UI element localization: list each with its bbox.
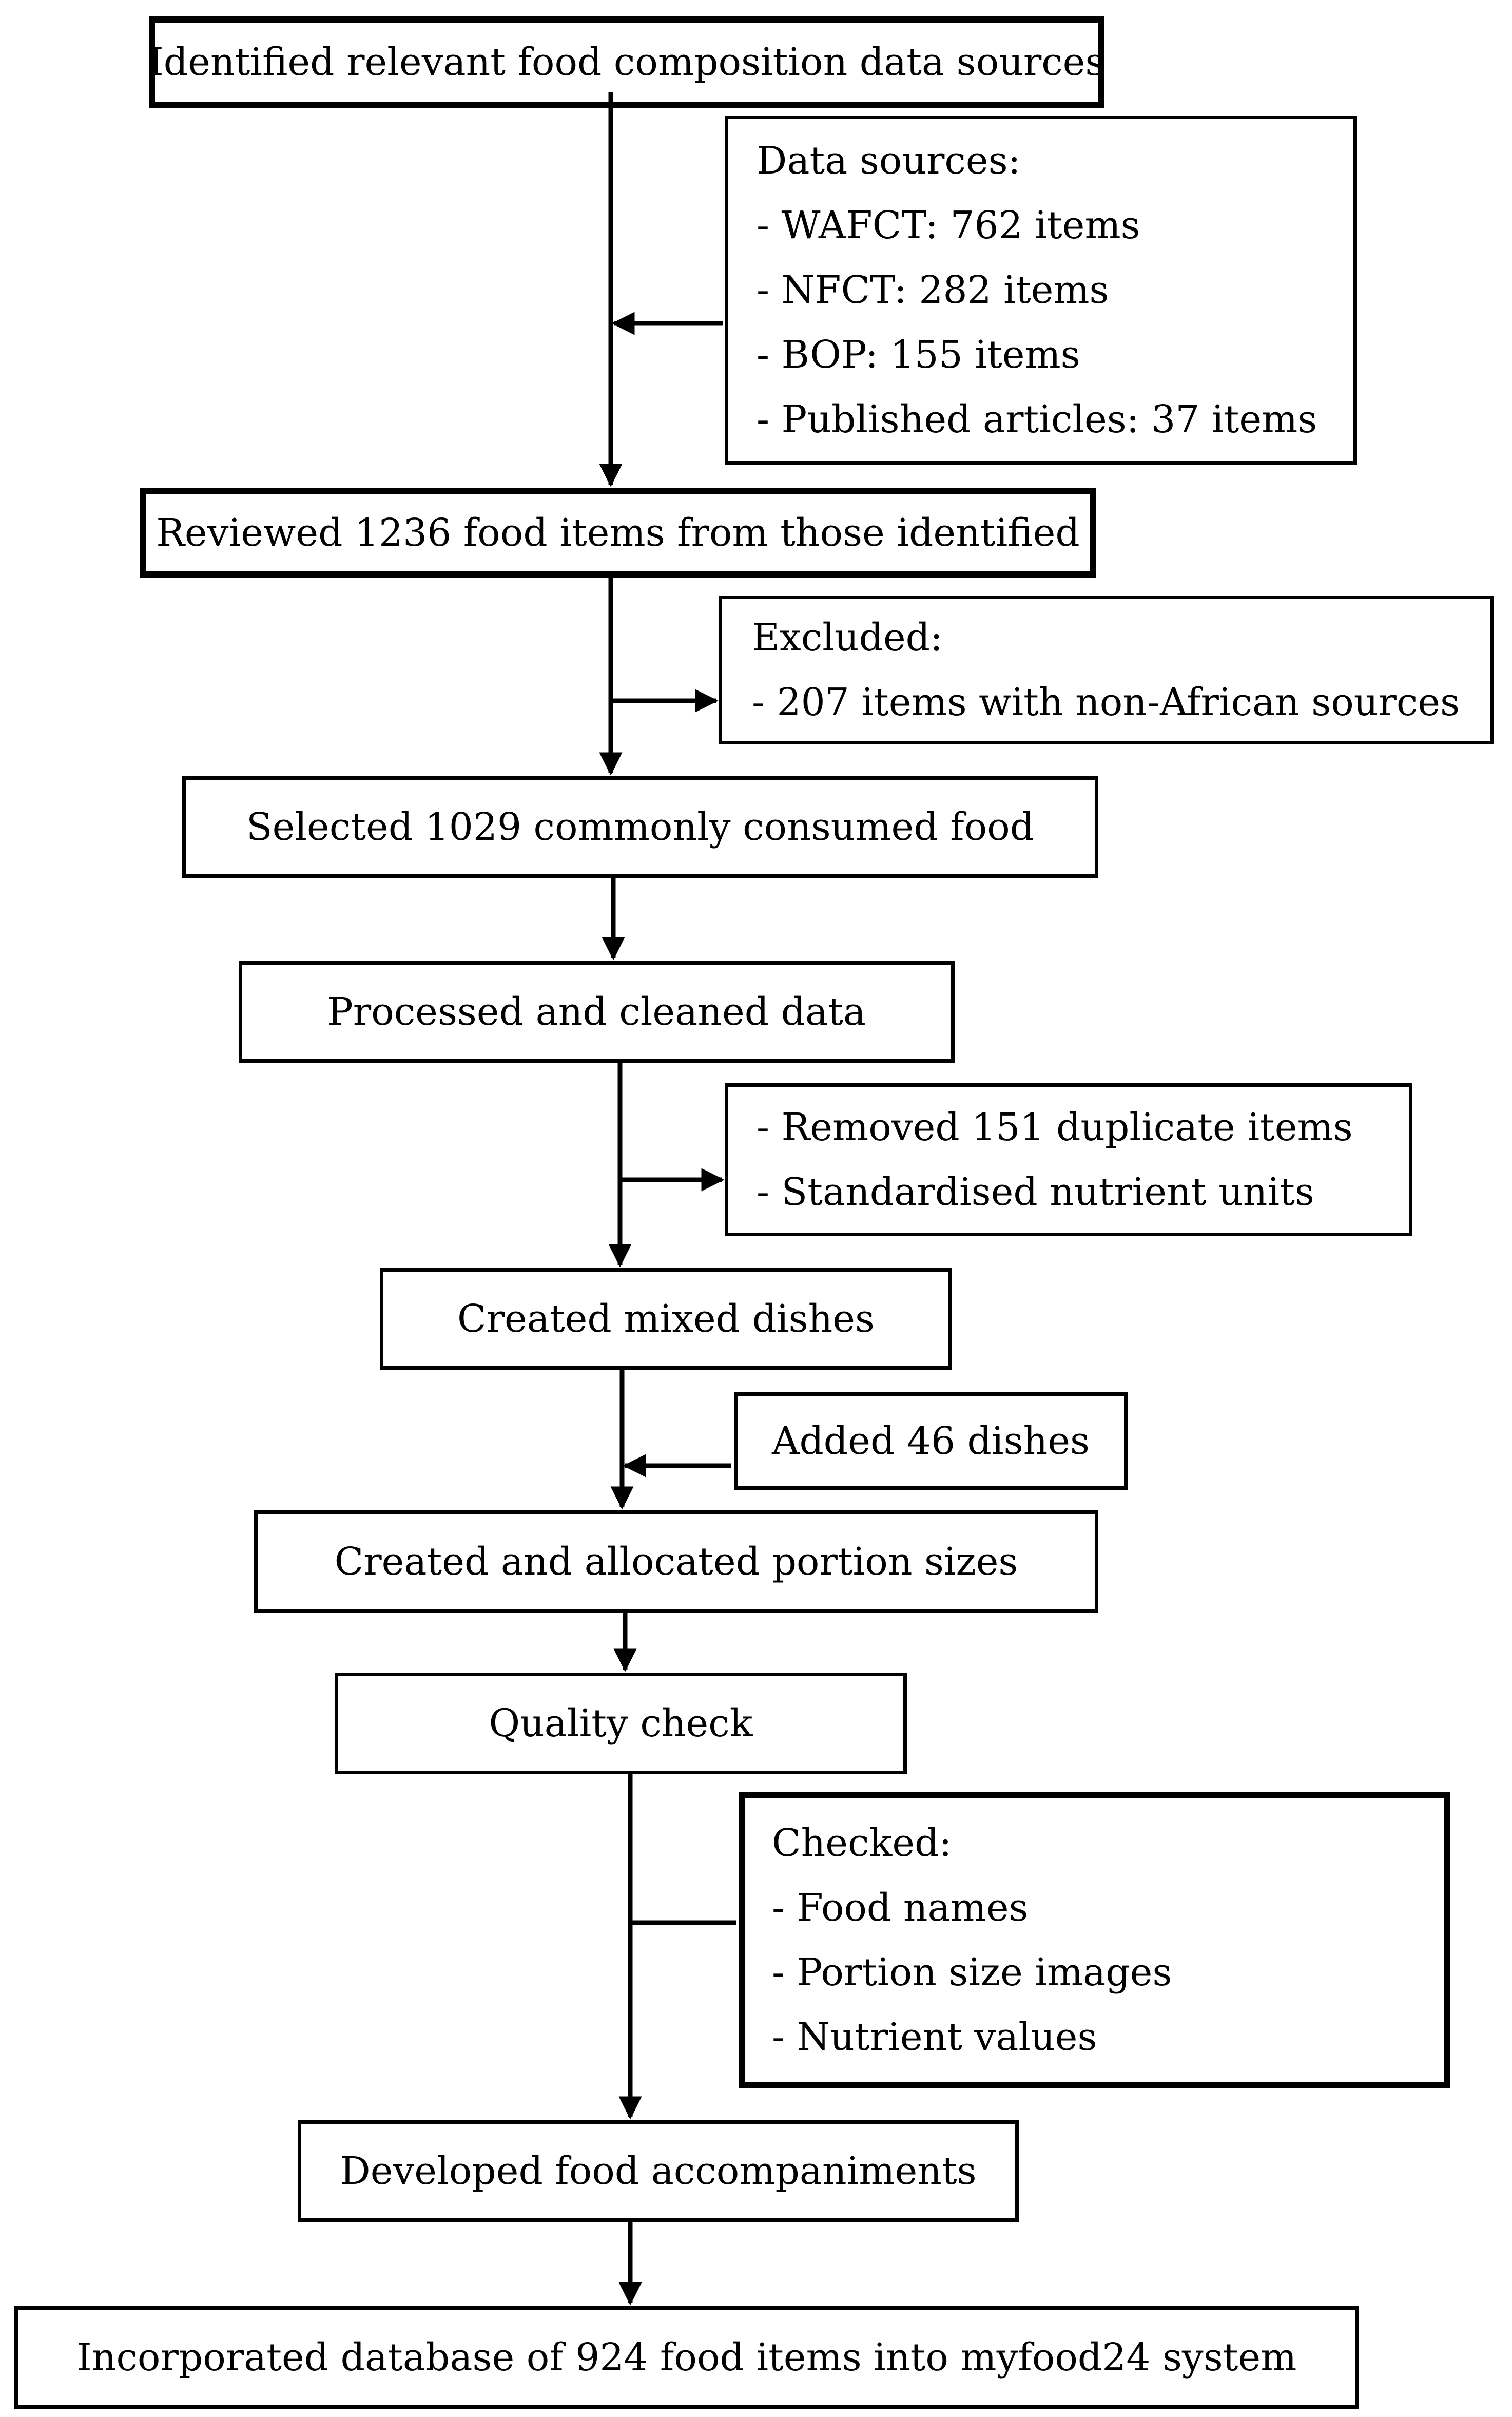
- note-added-dishes: Added 46 dishes: [734, 1392, 1128, 1490]
- note-excluded-line: - 207 items with non-African sources: [752, 680, 1460, 724]
- note-cleaning: - Removed 151 duplicate items - Standard…: [725, 1083, 1412, 1236]
- step-processed-data: Processed and cleaned data: [239, 961, 955, 1063]
- note-data-sources-line: - Published articles: 37 items: [757, 397, 1317, 442]
- note-cleaning-line: - Standardised nutrient units: [757, 1170, 1314, 1214]
- note-excluded: Excluded: - 207 items with non-African s…: [719, 596, 1494, 744]
- step-selected-foods: Selected 1029 commonly consumed food: [182, 776, 1098, 878]
- step-incorporated-database: Incorporated database of 924 food items …: [14, 2306, 1359, 2409]
- note-added-dishes-label: Added 46 dishes: [772, 1419, 1090, 1463]
- note-checked-line: - Nutrient values: [772, 2015, 1097, 2059]
- step-processed-data-label: Processed and cleaned data: [327, 990, 866, 1034]
- step-identified-sources-label: Identified relevant food composition dat…: [148, 40, 1105, 84]
- step-identified-sources: Identified relevant food composition dat…: [149, 16, 1104, 108]
- note-checked-line: - Portion size images: [772, 1950, 1172, 1994]
- step-mixed-dishes: Created mixed dishes: [380, 1268, 952, 1370]
- note-data-sources-line: - NFCT: 282 items: [757, 268, 1109, 312]
- note-data-sources-line: - BOP: 155 items: [757, 333, 1080, 377]
- step-quality-check: Quality check: [335, 1673, 907, 1774]
- step-food-accompaniments-label: Developed food accompaniments: [340, 2149, 977, 2193]
- step-food-accompaniments: Developed food accompaniments: [298, 2120, 1019, 2222]
- step-reviewed-items-label: Reviewed 1236 food items from those iden…: [156, 510, 1080, 555]
- note-cleaning-line: - Removed 151 duplicate items: [757, 1105, 1353, 1149]
- step-mixed-dishes-label: Created mixed dishes: [457, 1297, 875, 1341]
- note-data-sources: Data sources: - WAFCT: 762 items - NFCT:…: [725, 116, 1357, 465]
- note-checked-line: Checked:: [772, 1821, 952, 1865]
- note-data-sources-line: Data sources:: [757, 139, 1021, 183]
- step-selected-foods-label: Selected 1029 commonly consumed food: [246, 805, 1035, 849]
- step-reviewed-items: Reviewed 1236 food items from those iden…: [140, 488, 1096, 578]
- step-portion-sizes: Created and allocated portion sizes: [254, 1510, 1098, 1613]
- note-checked-line: - Food names: [772, 1886, 1029, 1930]
- note-data-sources-line: - WAFCT: 762 items: [757, 203, 1140, 247]
- step-portion-sizes-label: Created and allocated portion sizes: [334, 1540, 1018, 1584]
- step-incorporated-database-label: Incorporated database of 924 food items …: [76, 2335, 1297, 2380]
- step-quality-check-label: Quality check: [489, 1701, 753, 1745]
- note-checked: Checked: - Food names - Portion size ima…: [739, 1792, 1450, 2088]
- note-excluded-line: Excluded:: [752, 616, 943, 660]
